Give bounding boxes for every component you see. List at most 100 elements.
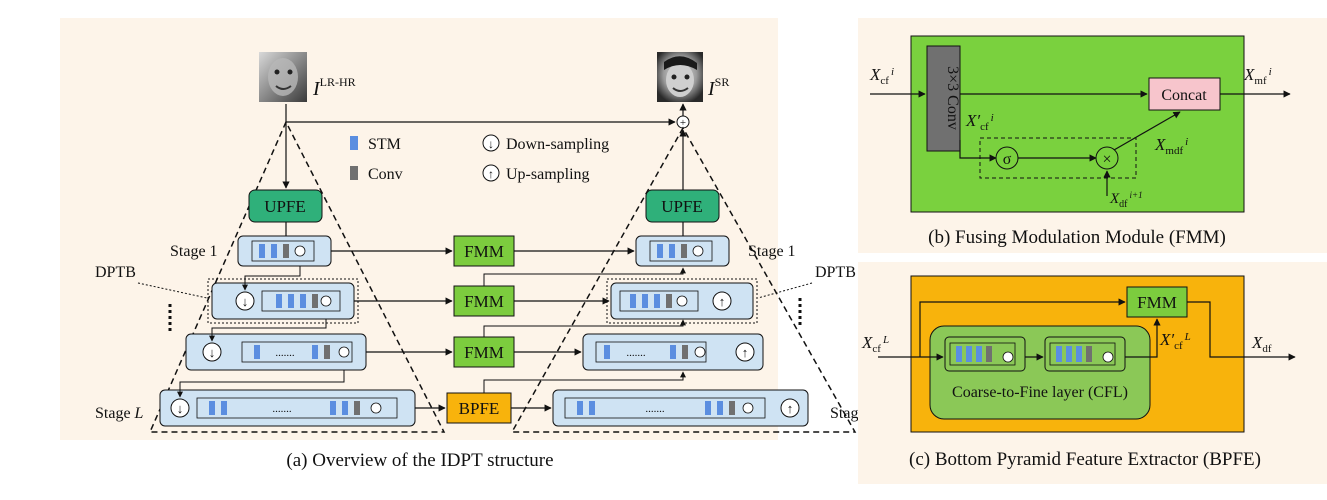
conv-block — [682, 345, 688, 359]
up-sample-glyph: ↑ — [719, 294, 726, 309]
stm-block — [717, 401, 723, 415]
stm-block — [976, 346, 982, 362]
conv3x3-box — [926, 45, 961, 152]
down-sample-icon — [235, 291, 255, 311]
add-node — [338, 346, 350, 358]
fmm3-up-link — [483, 319, 686, 337]
conv-block — [681, 244, 687, 258]
cfl-to-fmm-arrow — [1125, 318, 1161, 358]
conv-block — [666, 294, 672, 308]
inline-ellipsis: ....... — [275, 347, 295, 359]
inline-ellipsis: ....... — [645, 403, 665, 415]
legend-up-glyph: ↑ — [488, 167, 494, 181]
fmm-panel-box — [910, 35, 1245, 213]
stm-block — [209, 401, 215, 415]
bpfe-label: BPFE — [459, 399, 500, 418]
fmm-x-df-label: Xdfi+1 — [1109, 190, 1143, 210]
dptb-right-pointer — [757, 282, 813, 299]
legend-down-icon — [482, 134, 500, 152]
conv-block — [283, 244, 289, 258]
stageL-right-inner — [564, 397, 766, 419]
fmm-x-mdf-label: Xmdfi — [1154, 135, 1188, 157]
conv-block — [354, 401, 360, 415]
legend-stm-label: STM — [368, 136, 401, 153]
input-label: ILR-HR — [312, 75, 356, 100]
stm-block — [312, 345, 318, 359]
legend-stm-swatch — [350, 136, 358, 150]
stm-block — [288, 294, 294, 308]
output-plus-glyph: + — [680, 117, 686, 129]
stm-block — [654, 294, 660, 308]
stm-block — [589, 401, 595, 415]
stm-block — [330, 401, 336, 415]
down-sample-glyph: ↓ — [242, 294, 249, 309]
stm-block — [271, 244, 277, 258]
fmm-3-label: FMM — [464, 343, 504, 362]
inline-ellipsis: ....... — [272, 403, 292, 415]
down-sample-glyph: ↓ — [177, 401, 184, 416]
add-node — [676, 295, 688, 307]
stm-block — [630, 294, 636, 308]
legend-conv-swatch — [350, 166, 358, 180]
stage2-left-inner — [261, 290, 341, 312]
concat-label: Concat — [1161, 87, 1207, 104]
add-node — [742, 402, 754, 414]
legend-down-glyph: ↓ — [488, 137, 494, 151]
stage1-left-inner — [251, 240, 315, 262]
stageL-left-inner — [196, 397, 398, 419]
bpfe-skip-arrow — [919, 298, 1126, 357]
multiply-node — [1095, 146, 1119, 170]
up-sample-glyph: ↑ — [787, 401, 794, 416]
stage2-right-inner — [619, 290, 699, 312]
stm-block — [276, 294, 282, 308]
stage1-right-label: Stage 1 — [748, 243, 796, 260]
stm-block — [1066, 346, 1072, 362]
stm-block — [577, 401, 583, 415]
sigma-glyph: σ — [1003, 151, 1012, 168]
dptb-right-label: DPTB — [815, 264, 856, 281]
down-sample-icon — [170, 398, 190, 418]
caption-a: (a) Overview of the IDPT structure — [286, 450, 553, 471]
legend-conv-label: Conv — [368, 166, 403, 183]
down-sample-icon — [202, 342, 222, 362]
stage2-left-block — [211, 282, 355, 320]
upfe-left-label: UPFE — [264, 197, 306, 216]
stage1-left-label: Stage 1 — [170, 243, 218, 260]
stm-block — [956, 346, 962, 362]
legend-up-label: Up-sampling — [506, 166, 590, 183]
stm-block — [966, 346, 972, 362]
stage3-to-stageL-link — [177, 370, 345, 398]
concat-box — [1148, 77, 1221, 111]
conv-block — [324, 345, 330, 359]
fmm-x-in-label: Xcfi — [869, 65, 894, 87]
cfl-label: Coarse-to-Fine layer (CFL) — [952, 384, 1128, 401]
output-label: ISR — [707, 75, 729, 100]
stage1-to-stage2-link — [242, 266, 301, 291]
bpfe-fmm-box — [1126, 286, 1188, 318]
panel-fmm: 3×3 Conv Xcfi Concat Xmfi X′cfi σ × Xmdf… — [858, 18, 1327, 253]
down-sample-glyph: ↓ — [209, 345, 216, 360]
left-pyramid-outline — [148, 120, 446, 433]
cfl-subblock-1 — [944, 336, 1026, 372]
bpfe-x-out-label: Xdf — [1251, 333, 1272, 355]
panel-bpfe: Coarse-to-Fine layer (CFL) XcfL FMM X′cf… — [858, 262, 1327, 484]
fmm-x-out-label: Xmfi — [1243, 65, 1272, 87]
add-node — [320, 295, 332, 307]
stm-block — [604, 345, 610, 359]
up-sample-glyph: ↑ — [742, 345, 749, 360]
stm-block — [300, 294, 306, 308]
bpfe-fmm-label: FMM — [1137, 293, 1177, 312]
stage2-to-stage3-link — [209, 319, 327, 342]
dptb-left-label: DPTB — [95, 264, 136, 281]
stage3-left-inner — [241, 341, 353, 363]
right-pyramid-outline — [510, 126, 857, 433]
multiply-glyph: × — [1102, 151, 1111, 168]
mult-to-concat-arrow — [1113, 111, 1181, 151]
add-node — [692, 245, 704, 257]
bpfe-x-in-label: XcfL — [861, 333, 889, 355]
stm-block — [669, 244, 675, 258]
caption-c: (c) Bottom Pyramid Feature Extractor (BP… — [909, 449, 1261, 470]
stm-block — [342, 401, 348, 415]
cfl-subblock-1-inner — [949, 342, 1016, 366]
panel-overview: ILR-HR ISR + STM Conv ↓ Down-sampling ↑ … — [60, 18, 879, 471]
